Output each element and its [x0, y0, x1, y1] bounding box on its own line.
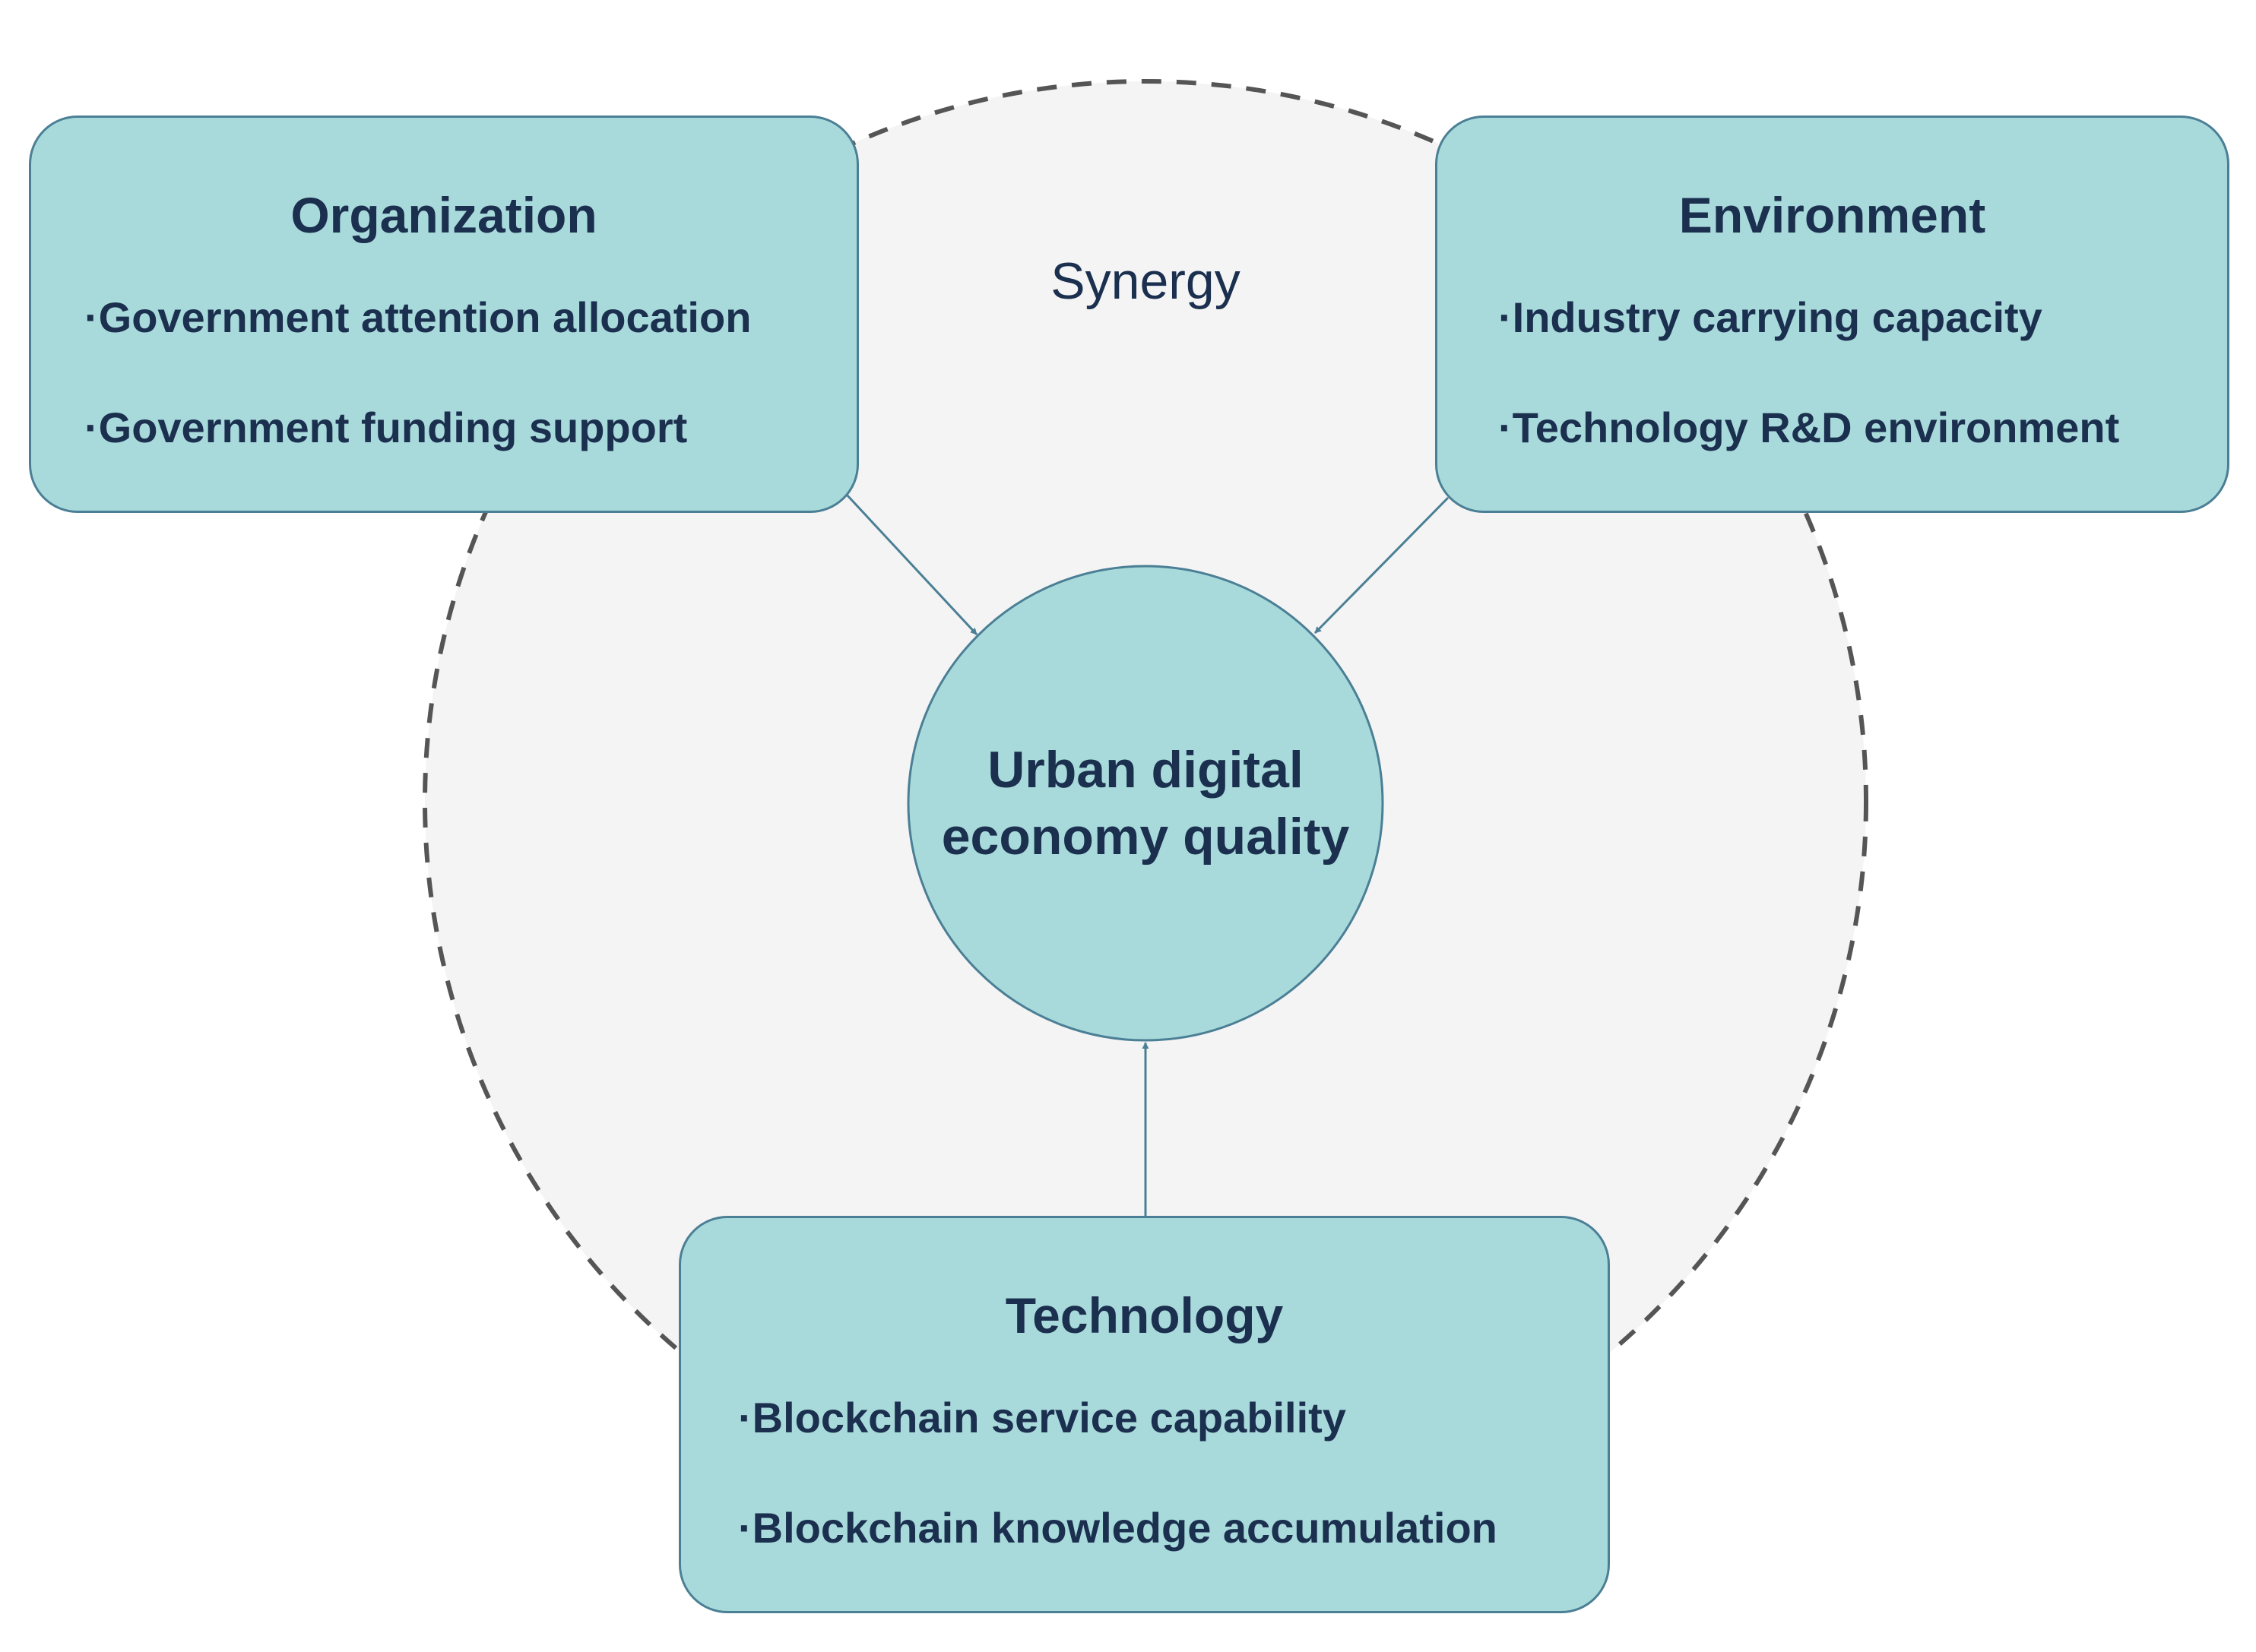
- organization-item: ·Government attention allocation: [84, 293, 752, 341]
- technology-box: Technology ·Blockchain service capabilit…: [679, 1216, 1610, 1613]
- organization-item: ·Government funding support: [84, 404, 688, 451]
- technology-title: Technology: [1005, 1287, 1284, 1343]
- arrow-environment-to-center: [1313, 496, 1450, 635]
- environment-item: ·Industry carrying capacity: [1498, 293, 2042, 341]
- center-label-line2: economy quality: [941, 808, 1350, 866]
- synergy-label: Synergy: [1050, 252, 1240, 310]
- organization-title: Organization: [290, 187, 597, 243]
- center-circle: [907, 565, 1384, 1042]
- technology-item: ·Blockchain knowledge accumulation: [738, 1504, 1497, 1552]
- environment-item: ·Technology R&D environment: [1498, 404, 2120, 451]
- technology-item: ·Blockchain service capability: [738, 1394, 1346, 1442]
- center-label-line1: Urban digital: [987, 741, 1304, 799]
- center-node-label: Urban digital economy quality: [908, 566, 1383, 1040]
- arrow-organization-to-center: [844, 492, 978, 636]
- environment-title: Environment: [1678, 187, 1986, 243]
- organization-box: Organization ·Government attention alloc…: [29, 116, 859, 513]
- environment-box: Environment ·Industry carrying capacity …: [1435, 116, 2229, 513]
